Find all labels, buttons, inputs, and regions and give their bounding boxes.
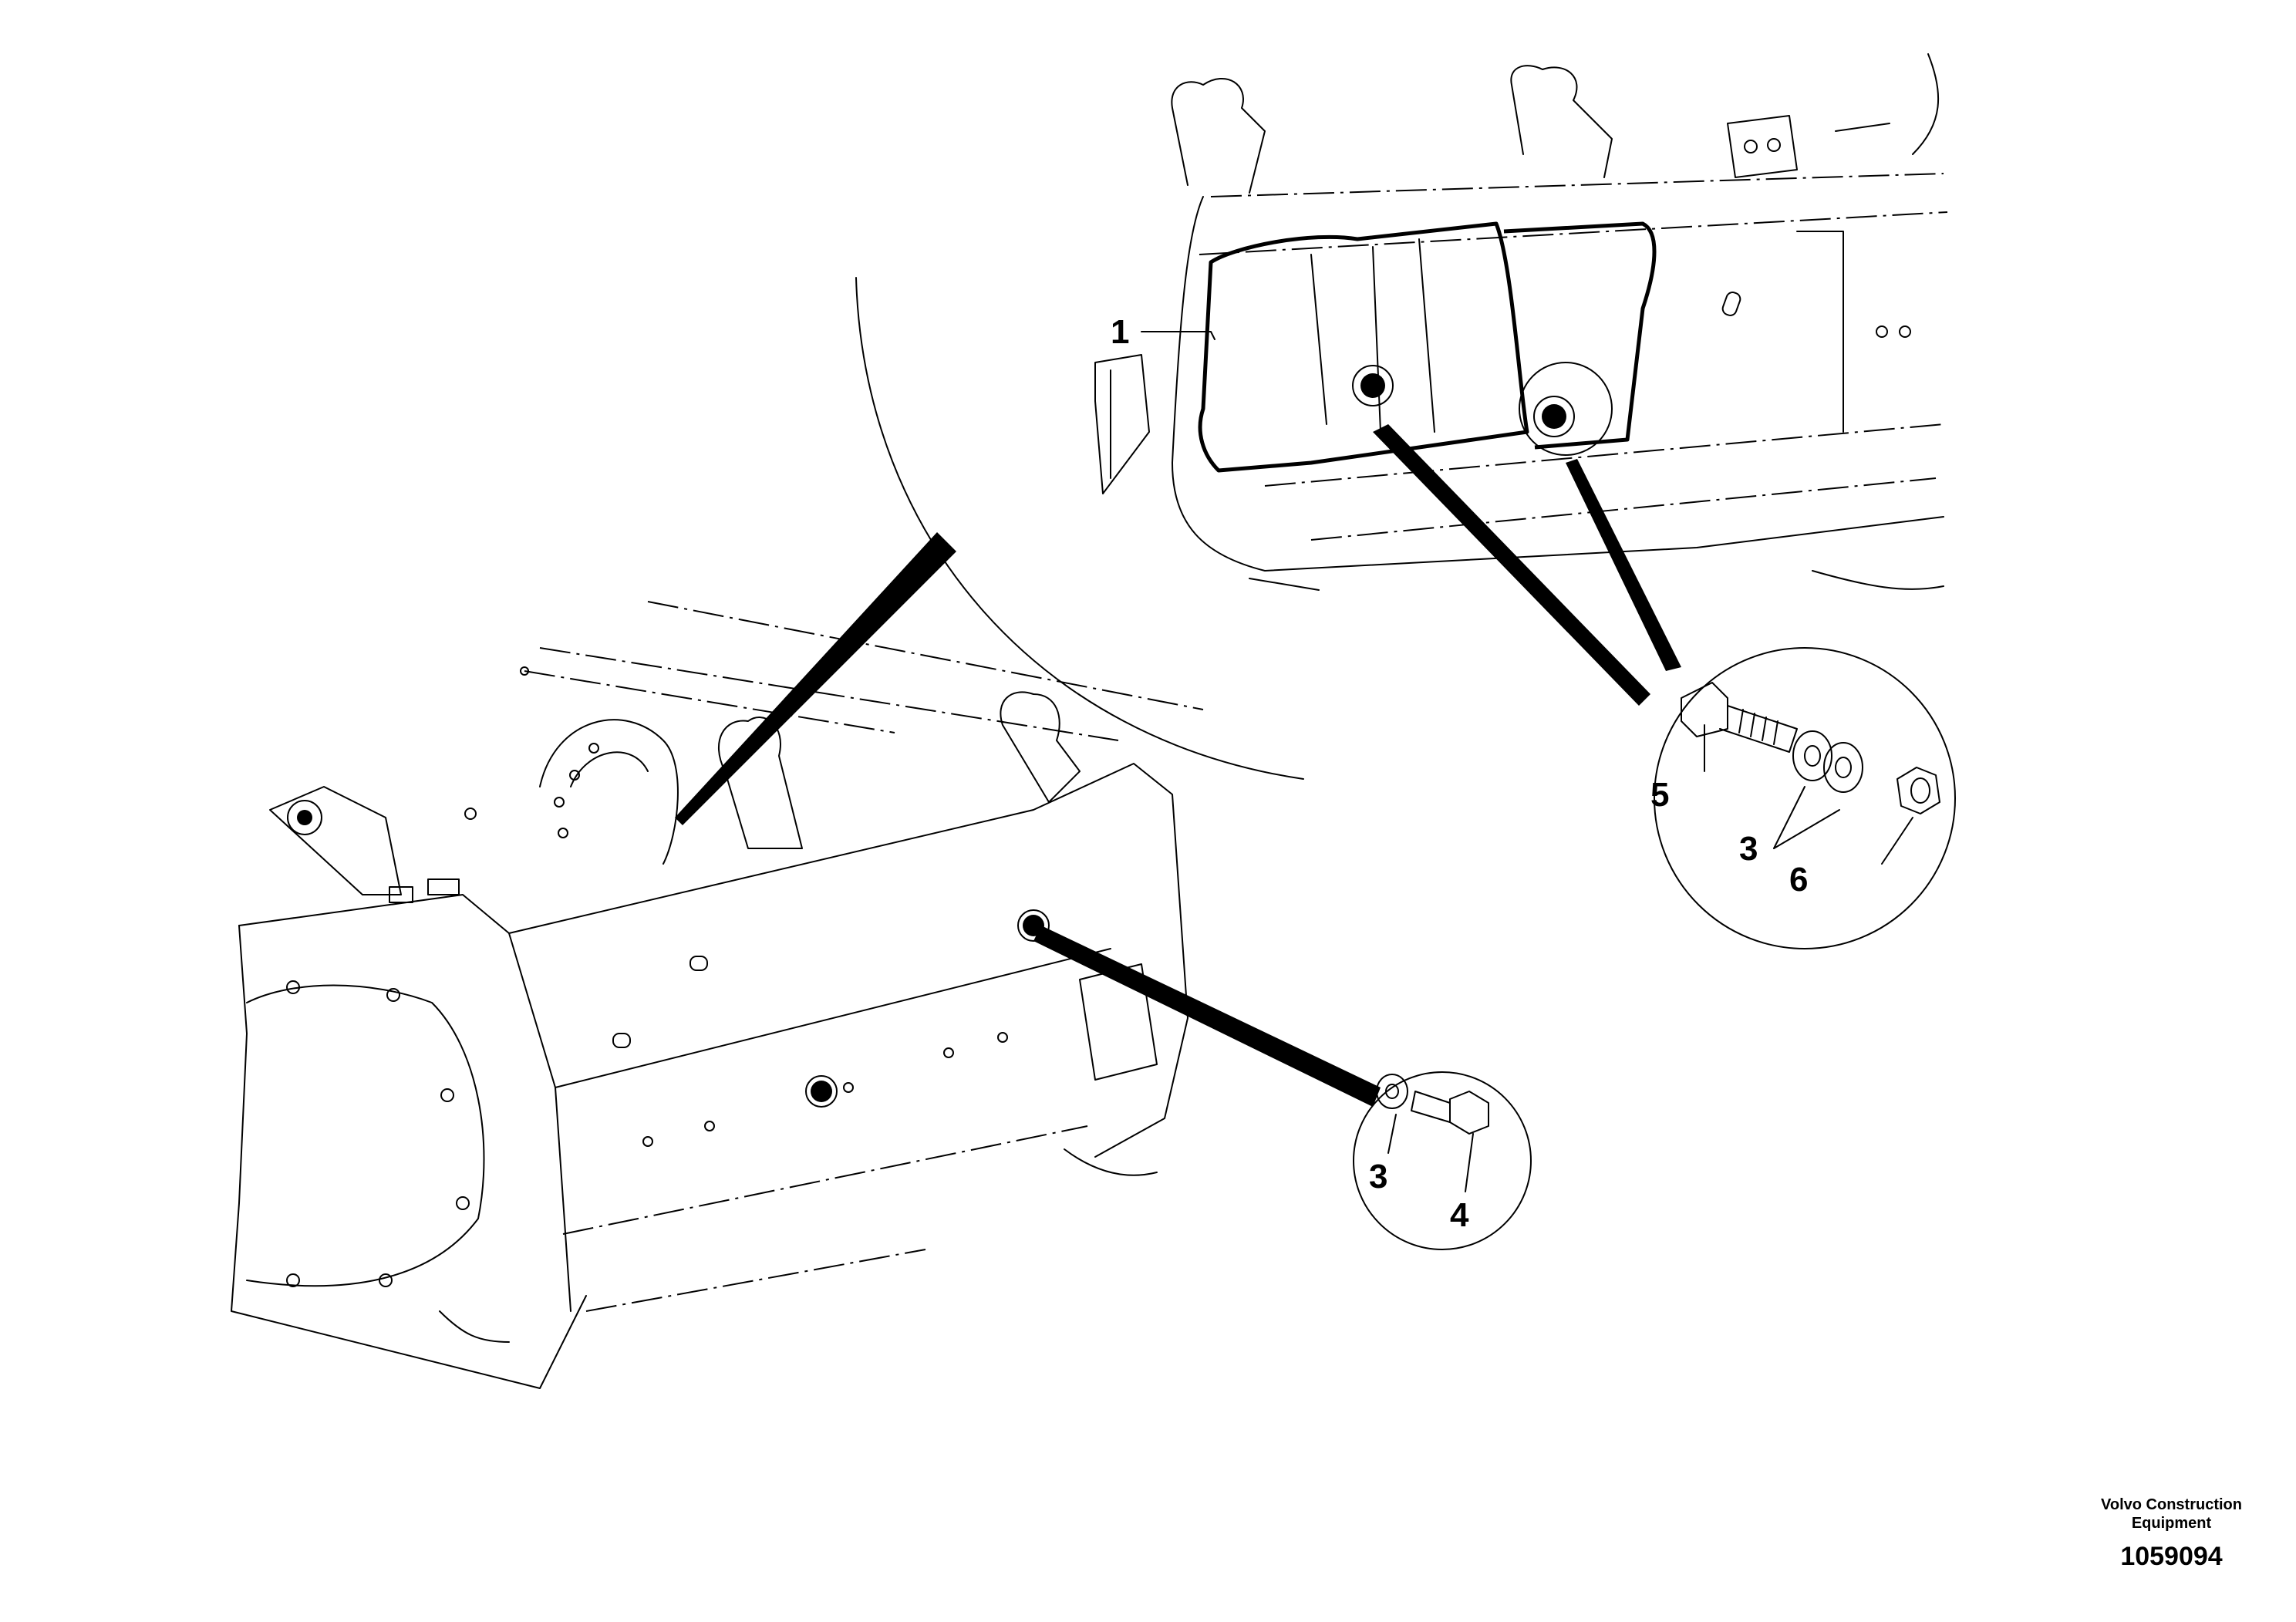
leader-wedge-lower: [1033, 926, 1381, 1107]
washer-icon: [1792, 730, 1863, 793]
pin-left: [297, 810, 312, 825]
callout-3-lower: 3: [1369, 1158, 1387, 1195]
leader-line-1: [1141, 331, 1215, 340]
bolt-head-upper-right: [1542, 404, 1566, 429]
bolt-head-upper-left: [1360, 373, 1385, 398]
callout-5: 5: [1650, 776, 1669, 814]
detail-circle-lower: [1353, 1071, 1532, 1250]
bolt-icon: [1411, 1091, 1489, 1135]
nut-icon: [1896, 767, 1940, 814]
magnification-arc: [855, 277, 1304, 780]
lower-frame-assembly: [231, 601, 1204, 1389]
leader-3-lower: [1387, 1114, 1397, 1154]
footer-block: Volvo Construction Equipment 1059094: [2101, 1496, 2242, 1572]
callout-6: 6: [1789, 861, 1808, 899]
leader-wedge-upper-2: [1566, 459, 1681, 671]
leader-3-top-b: [1773, 809, 1840, 849]
callout-4: 4: [1450, 1196, 1469, 1234]
leader-wedge-main: [675, 532, 956, 825]
leader-6: [1881, 817, 1913, 865]
callout-1: 1: [1111, 313, 1129, 351]
cover-plate: [1198, 221, 1657, 473]
bolt-icon: [1681, 682, 1798, 753]
callout-3-upper: 3: [1739, 830, 1758, 868]
leader-3-top-a: [1773, 786, 1805, 849]
detail-circle-upper: [1654, 647, 1956, 949]
bolt-head-lower-center: [811, 1081, 832, 1102]
upper-frame-assembly: [1094, 53, 1948, 591]
company-name-line2: Equipment: [2131, 1515, 2212, 1532]
company-name-line1: Volvo Construction: [2101, 1496, 2242, 1513]
washer-icon: [1376, 1074, 1408, 1109]
leader-4: [1465, 1133, 1474, 1192]
leader-wedge-upper-1: [1373, 424, 1650, 706]
document-number: 1059094: [2120, 1542, 2223, 1571]
